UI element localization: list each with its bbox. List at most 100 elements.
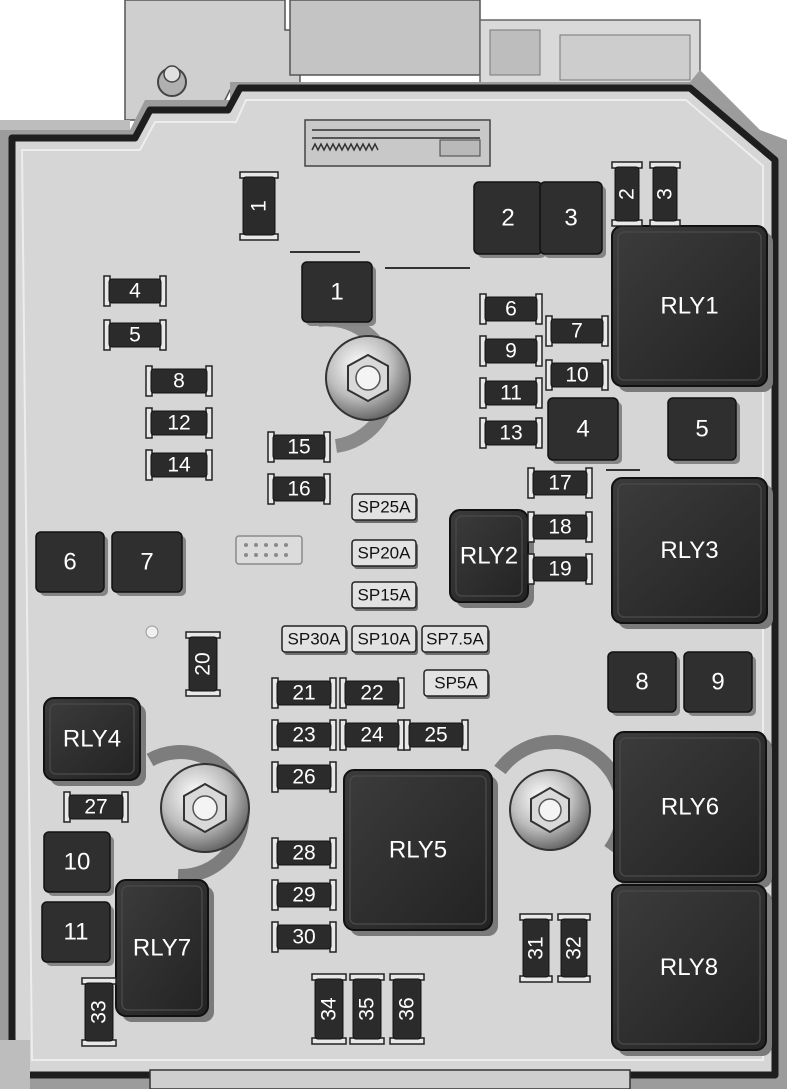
relay-rly7[interactable]: RLY7 [115,879,214,1022]
mini-fuse-23[interactable]: 23 [271,719,337,751]
mini-fuse-label: 21 [292,682,315,705]
spare-fuse-sp20a[interactable]: SP20A [351,539,418,569]
relay-rly6[interactable]: RLY6 [613,731,772,888]
mini-fuse-24[interactable]: 24 [339,719,405,751]
mini-fuse-7[interactable]: 7 [545,315,609,347]
mini-fuse-13[interactable]: 13 [479,417,543,449]
jcase-fuse-9[interactable]: 9 [683,651,756,716]
mini-fuse-16[interactable]: 16 [267,473,331,505]
mini-fuse-5[interactable]: 5 [103,319,167,351]
mini-fuse-4[interactable]: 4 [103,275,167,307]
mini-fuse-33[interactable]: 33 [81,977,117,1047]
mini-fuse-28[interactable]: 28 [271,837,337,869]
mini-fuse-27[interactable]: 27 [63,791,129,823]
jcase-fuse-11[interactable]: 11 [41,901,114,966]
relay-rly1[interactable]: RLY1 [611,225,773,392]
mini-fuse-label: 27 [84,796,107,819]
mini-fuse-label: 26 [292,766,315,789]
mini-fuse-3[interactable]: 3 [649,161,681,227]
jcase-fuse-2[interactable]: 2 [473,181,546,258]
mini-fuse-14[interactable]: 14 [145,449,213,481]
mini-fuse-11[interactable]: 11 [479,377,543,409]
jcase-fuse-4[interactable]: 4 [547,397,622,464]
spare-fuse-sp15a[interactable]: SP15A [351,581,418,611]
mini-fuse-25[interactable]: 25 [403,719,469,751]
mini-fuse-label: 13 [499,422,522,445]
mini-fuse-2[interactable]: 2 [611,161,643,227]
relay-label: RLY8 [660,954,718,981]
mini-fuse-label: 1 [248,200,271,212]
spare-fuse-label: SP15A [358,586,412,605]
mini-fuse-32[interactable]: 32 [557,913,591,983]
mini-fuse-21[interactable]: 21 [271,677,337,709]
mini-fuse-label: 28 [292,842,315,865]
mini-fuse-label: 15 [287,436,310,459]
bolt-right [509,769,591,851]
jcase-fuse-label: 11 [64,919,89,946]
mini-fuse-label: 22 [360,682,383,705]
jcase-fuse-label: 6 [63,549,76,576]
mini-fuse-12[interactable]: 12 [145,407,213,439]
mini-fuse-label: 30 [292,926,315,949]
mini-fuse-30[interactable]: 30 [271,921,337,953]
mini-fuse-label: 36 [396,997,419,1020]
jcase-fuse-1[interactable]: 1 [301,261,376,326]
spare-fuse-sp5a[interactable]: SP5A [423,669,490,699]
mini-fuse-18[interactable]: 18 [527,511,593,543]
mini-fuse-22[interactable]: 22 [339,677,405,709]
mini-fuse-35[interactable]: 35 [349,973,385,1045]
mini-fuse-label: 9 [505,340,517,363]
mini-fuse-label: 7 [571,320,583,343]
relay-rly5[interactable]: RLY5 [343,769,498,936]
mini-fuse-label: 6 [505,298,517,321]
mini-fuse-26[interactable]: 26 [271,761,337,793]
spare-fuse-sp7-5a[interactable]: SP7.5A [421,625,490,655]
mini-fuse-10[interactable]: 10 [545,359,609,391]
mini-fuse-label: 25 [424,724,447,747]
jcase-fuse-3[interactable]: 3 [539,181,606,258]
mini-fuse-6[interactable]: 6 [479,293,543,325]
spare-fuse-label: SP20A [358,544,412,563]
mini-fuse-17[interactable]: 17 [527,467,593,499]
spare-fuse-sp30a[interactable]: SP30A [281,625,348,655]
jcase-fuse-label: 10 [64,849,91,876]
mini-fuse-19[interactable]: 19 [527,553,593,585]
jcase-fuse-7[interactable]: 7 [111,531,186,596]
relay-label: RLY2 [460,543,518,570]
relay-rly8[interactable]: RLY8 [611,884,772,1056]
mini-fuse-34[interactable]: 34 [311,973,347,1045]
mini-fuse-label: 11 [500,382,522,405]
mini-fuse-31[interactable]: 31 [519,913,553,983]
jcase-fuse-6[interactable]: 6 [35,531,108,596]
mini-fuse-label: 34 [318,997,341,1021]
mini-fuse-label: 12 [167,412,190,435]
spare-fuses: SP25A SP20A SP15A SP30A SP10A SP7.5A SP5A [281,493,490,699]
relay-label: RLY4 [63,726,121,753]
mini-fuse-29[interactable]: 29 [271,879,337,911]
spare-fuse-sp10a[interactable]: SP10A [351,625,418,655]
mini-fuse-label: 20 [192,652,215,675]
spare-fuse-label: SP25A [358,498,412,517]
mini-fuse-8[interactable]: 8 [145,365,213,397]
mini-fuse-label: 31 [525,936,548,959]
jcase-fuse-10[interactable]: 10 [43,831,114,896]
mini-fuse-20[interactable]: 20 [185,631,221,697]
spare-fuse-sp25a[interactable]: SP25A [351,493,418,523]
relay-label: RLY5 [389,837,447,864]
mini-fuse-15[interactable]: 15 [267,431,331,463]
mini-fuse-1[interactable]: 1 [239,171,279,241]
spare-fuse-label: SP10A [358,630,412,649]
jcase-fuse-label: 9 [711,669,724,696]
jcase-fuse-label: 8 [635,669,648,696]
relay-rly4[interactable]: RLY4 [43,697,146,786]
jcase-fuse-5[interactable]: 5 [667,397,740,464]
mini-fuse-label: 33 [88,1000,111,1023]
jcase-fuse-label: 5 [695,416,708,443]
jcase-fuse-8[interactable]: 8 [607,651,680,716]
mini-fuse-9[interactable]: 9 [479,335,543,367]
relay-rly2[interactable]: RLY2 [449,509,534,608]
relay-rly3[interactable]: RLY3 [611,477,773,629]
mini-fuse-36[interactable]: 36 [389,973,425,1045]
